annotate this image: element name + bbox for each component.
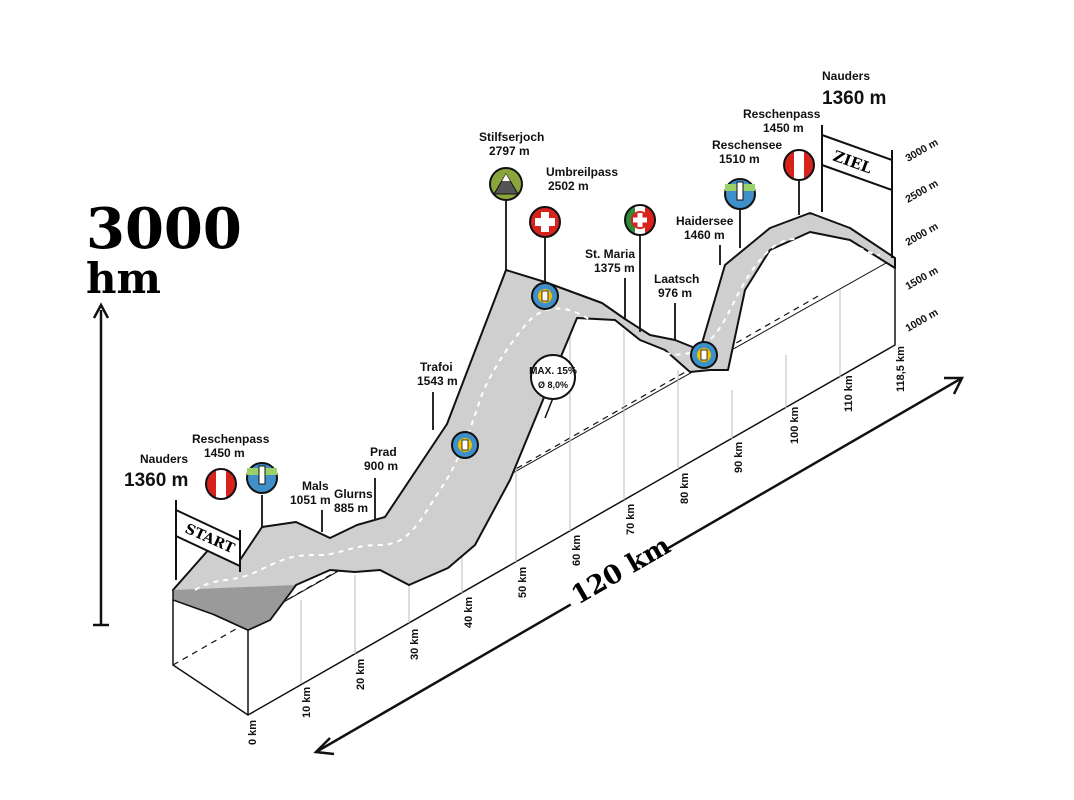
place-name-umbreilpass: Umbreilpass [546, 165, 618, 179]
km-tick: 100 km [789, 406, 801, 444]
place-name-prad: Prad [370, 445, 397, 459]
elevation-axis: 3000 m 2500 m 2000 m 1500 m 1000 m [904, 136, 941, 334]
km-tick: 118,5 km [895, 346, 907, 392]
place-elev-laatsch: 976 m [658, 286, 692, 300]
austria-flag-icon [205, 468, 237, 500]
place-elev-glurns: 885 m [334, 501, 368, 515]
place-elev-trafoi: 1543 m [417, 374, 458, 388]
elevation-tick: 1000 m [904, 306, 941, 334]
elevation-tick: 3000 m [904, 136, 941, 164]
lake-tower-icon [246, 462, 278, 494]
start-banner: START [175, 500, 241, 580]
place-elev-mals: 1051 m [290, 493, 331, 507]
elevation-tick: 1500 m [904, 264, 941, 292]
place-name-nauders-finish: Nauders [822, 69, 870, 83]
place-name-reschenpass-2: Reschenpass [743, 107, 821, 121]
place-name-haidersee: Haidersee [676, 214, 734, 228]
austria-flag-icon [783, 149, 815, 181]
km-tick: 20 km [355, 659, 367, 690]
place-elev-st-maria: 1375 m [594, 261, 635, 275]
elevation-tick: 2500 m [904, 177, 941, 205]
place-name-glurns: Glurns [334, 487, 373, 501]
place-name-trafoi: Trafoi [420, 360, 453, 374]
swiss-border-icon [529, 206, 561, 238]
km-tick: 10 km [301, 687, 313, 718]
finish-banner: ZIEL [821, 125, 893, 258]
km-tick: 40 km [463, 597, 475, 628]
km-tick: 30 km [409, 629, 421, 660]
km-tick: 70 km [625, 504, 637, 535]
place-labels: Nauders 1360 m Reschenpass 1450 m Mals 1… [124, 69, 886, 515]
place-elev-nauders-finish: 1360 m [822, 88, 886, 109]
km-tick: 50 km [517, 567, 529, 598]
km-tick: 80 km [679, 473, 691, 504]
place-elev-reschensee: 1510 m [719, 152, 760, 166]
lake-tower-icon [724, 178, 756, 210]
km-tick: 110 km [843, 375, 855, 412]
place-name-stilfserjoch: Stilfserjoch [479, 130, 544, 144]
refreshment-station-icon [531, 282, 559, 310]
place-elev-nauders-start: 1360 m [124, 470, 188, 491]
elevation-ribbon [172, 212, 896, 631]
gradient-badge: MAX. 15% Ø 8,0% [529, 354, 577, 419]
km-grid [300, 290, 841, 684]
place-name-nauders-start: Nauders [140, 452, 188, 466]
mountain-summit-icon [489, 167, 523, 201]
km-tick: 0 km [247, 720, 259, 745]
place-name-reschenpass-1: Reschenpass [192, 432, 270, 446]
gradient-max: MAX. 15% [529, 366, 577, 377]
place-elev-stilfserjoch: 2797 m [489, 144, 530, 158]
vertical-arrow-icon [92, 302, 110, 627]
swiss-border-icon [631, 211, 649, 229]
place-elev-umbreilpass: 2502 m [548, 179, 589, 193]
elevation-tick: 2000 m [904, 220, 941, 248]
km-tick: 60 km [571, 535, 583, 566]
place-elev-prad: 900 m [364, 459, 398, 473]
place-elev-reschenpass-1: 1450 m [204, 446, 245, 460]
place-elev-reschenpass-2: 1450 m [763, 121, 804, 135]
place-name-laatsch: Laatsch [654, 272, 699, 286]
gradient-avg: Ø 8,0% [538, 380, 568, 390]
km-tick-labels: 0 km 10 km 20 km 30 km 40 km 50 km 60 km… [247, 346, 907, 745]
place-name-reschensee: Reschensee [712, 138, 782, 152]
km-tick: 90 km [733, 442, 745, 473]
place-name-st-maria: St. Maria [585, 247, 635, 261]
place-elev-haidersee: 1460 m [684, 228, 725, 242]
total-climb-value: 3000 [86, 196, 242, 262]
refreshment-station-icon [451, 431, 479, 459]
refreshment-station-icon [690, 341, 718, 369]
place-name-mals: Mals [302, 479, 329, 493]
total-climb-unit: hm [86, 254, 161, 303]
label-pointers [261, 180, 800, 532]
